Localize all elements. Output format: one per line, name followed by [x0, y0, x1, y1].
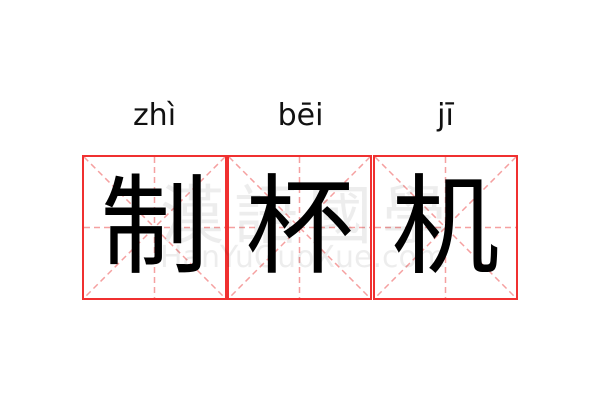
pinyin-2: bēi	[277, 98, 324, 133]
guide-lines	[375, 157, 516, 298]
pinyin-3: jī	[437, 98, 454, 133]
character-1: 制	[100, 165, 209, 290]
pinyin-1: zhì	[132, 98, 177, 133]
character-cell-1: 制	[82, 155, 227, 300]
guide-lines	[84, 157, 225, 298]
character-cell-3: 机	[373, 155, 518, 300]
character-2: 杯	[245, 165, 354, 290]
character-grid: 制 杯 机	[82, 155, 518, 300]
guide-lines	[229, 157, 370, 298]
character-cell-2: 杯	[227, 155, 372, 300]
character-3: 机	[391, 165, 500, 290]
